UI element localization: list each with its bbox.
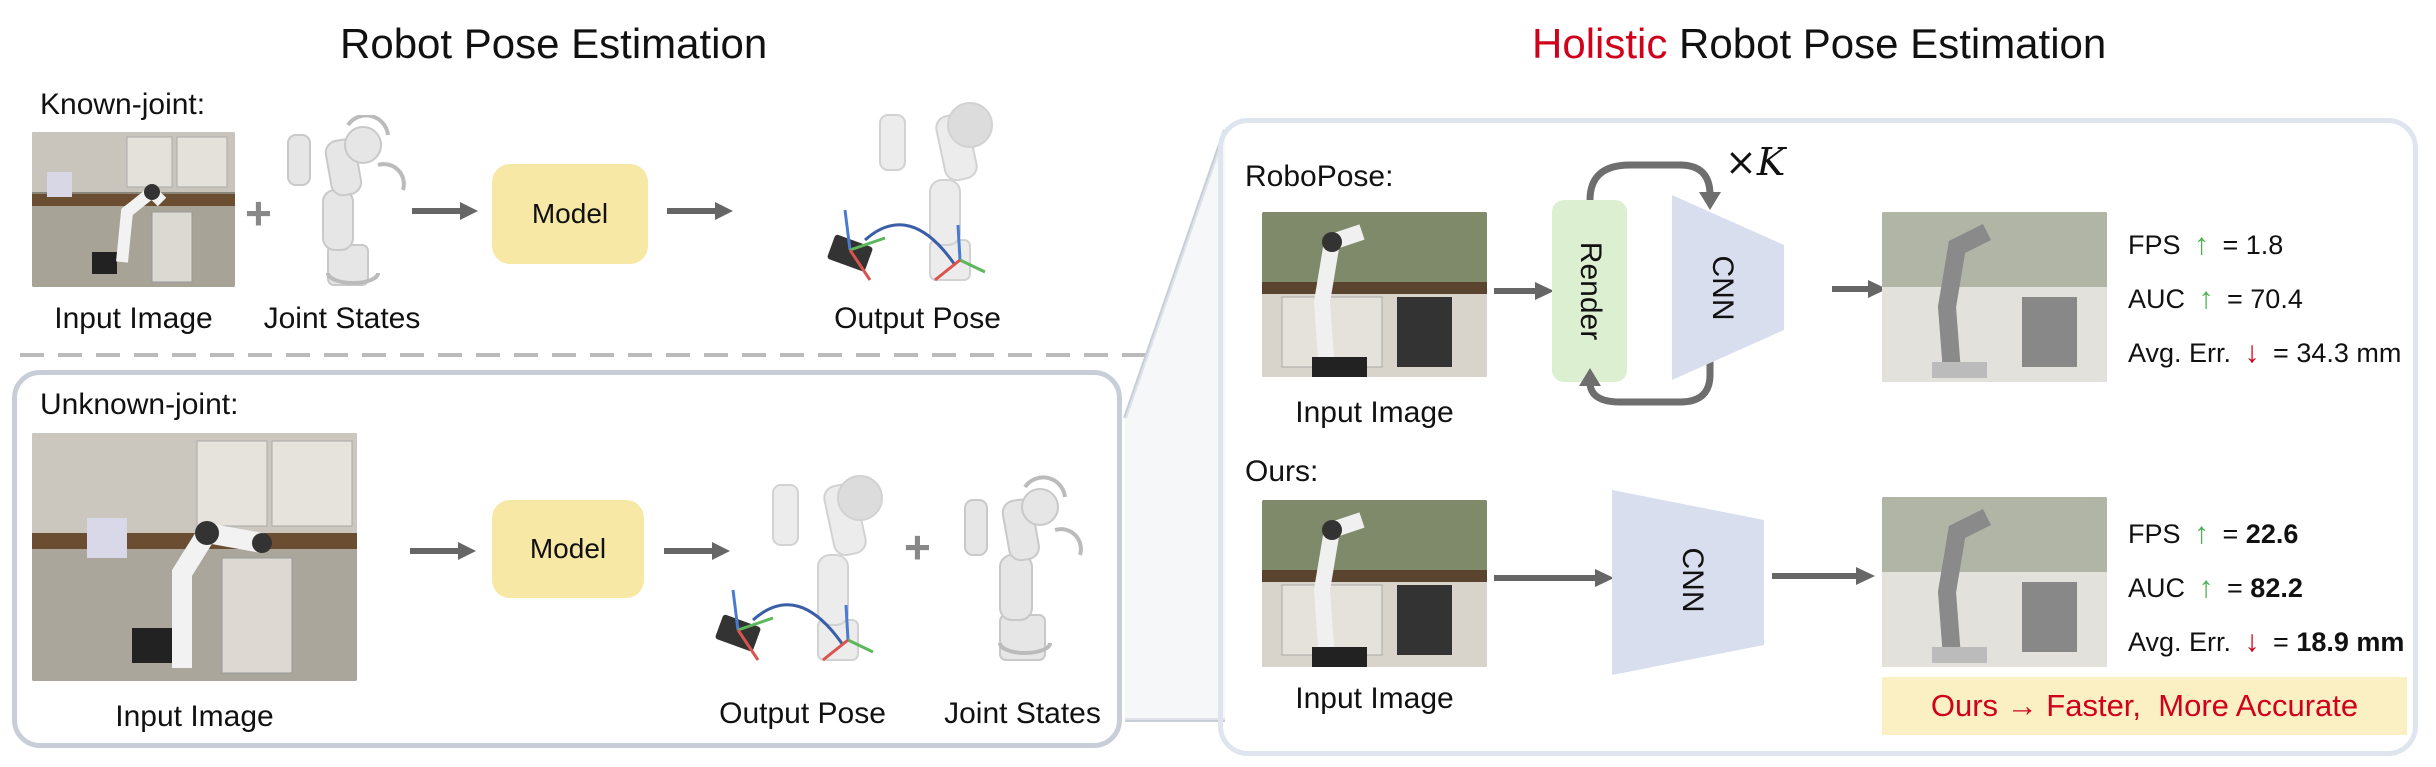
output-pose-caption-unknown: Output Pose: [719, 697, 886, 730]
ours-label: Ours:: [1245, 455, 1319, 488]
arrow-cnn-to-output-ours: [1772, 567, 1875, 585]
conclusion-banner: Ours → Faster, More Accurate: [1882, 677, 2407, 735]
robopose-metric-fps: FPS ↑ = 1.8: [2128, 228, 2401, 262]
up-arrow-icon: ↑: [2198, 282, 2214, 315]
up-arrow-icon: ↑: [2194, 228, 2210, 261]
arrow-to-model-known: [412, 202, 478, 220]
metric-value: 82.2: [2250, 572, 2303, 603]
loop-count-label: ×K: [1725, 140, 1786, 184]
holistic-panel: [1218, 118, 2418, 756]
cnn-label-robopose: CNN: [1706, 255, 1739, 321]
ours-metric-auc: AUC ↑ = 82.2: [2128, 571, 2303, 604]
arrow-from-model-known: [667, 202, 733, 220]
arrow-to-model-unknown: [410, 542, 476, 560]
robopose-metric-auc: AUC ↑ = 70.4: [2128, 282, 2401, 316]
left-title: Robot Pose Estimation: [340, 20, 768, 67]
known-joint-label: Known-joint:: [40, 88, 206, 121]
ours-metrics: FPS ↑ = 22.6 AUC ↑ = 82.2 Avg. Err. ↓ = …: [2128, 517, 2404, 659]
output-pose-robot-icon-unknown: [715, 475, 883, 662]
right-title-highlight: Holistic: [1532, 20, 1668, 67]
metric-name: AUC: [2128, 283, 2186, 314]
arrow-to-cnn-ours: [1494, 569, 1614, 587]
right-title-rest: Robot Pose Estimation: [1679, 20, 2107, 67]
robopose-input-image: [1262, 212, 1487, 377]
ours-metric-fps: FPS ↑ = 22.6: [2128, 517, 2299, 550]
robopose-metrics: FPS ↑ = 1.8 AUC ↑ = 70.4 Avg. Err. ↓ = 3…: [2128, 228, 2401, 370]
joint-states-robot-icon: [287, 115, 406, 286]
metric-name: AUC: [2128, 572, 2186, 603]
refine-loop-arrows: [1579, 161, 1721, 406]
down-arrow-icon: ↓: [2244, 336, 2260, 369]
arrow-to-render: [1494, 282, 1554, 300]
unknown-joint-label: Unknown-joint:: [40, 388, 239, 421]
output-pose-robot-icon: [827, 102, 993, 282]
unknown-input-image: [32, 433, 357, 681]
robopose-label: RoboPose:: [1245, 160, 1394, 193]
dashed-separator: [20, 353, 1160, 357]
up-arrow-icon: ↑: [2194, 517, 2210, 550]
model-box-unknown: Model: [492, 500, 644, 598]
unknown-joint-panel: [12, 370, 1122, 748]
robopose-metric-avg-err: Avg. Err. ↓ = 34.3 mm: [2128, 336, 2401, 370]
cnn-trapezoid-ours: [1612, 490, 1764, 675]
metric-value: = 70.4: [2227, 283, 2303, 314]
ours-input-image: [1262, 500, 1487, 667]
render-box: Render: [1552, 200, 1627, 382]
down-arrow-icon: ↓: [2244, 625, 2260, 658]
robopose-output-image: [1882, 212, 2107, 382]
joint-states-caption-unknown: Joint States: [944, 697, 1101, 730]
cnn-trapezoid-robopose: [1672, 195, 1784, 380]
metric-name: Avg. Err.: [2128, 337, 2232, 368]
output-pose-caption-known: Output Pose: [834, 302, 1001, 335]
robopose-input-caption: Input Image: [1295, 396, 1454, 429]
joint-states-caption: Joint States: [263, 302, 421, 335]
plus-icon: +: [245, 187, 272, 239]
metric-name: FPS: [2128, 229, 2181, 260]
ours-input-caption: Input Image: [1295, 682, 1454, 715]
joint-states-robot-icon-unknown: [964, 475, 1083, 661]
model-box-known: Model: [492, 164, 648, 264]
plus-icon-unknown: +: [904, 521, 931, 573]
arrow-from-model-unknown: [664, 542, 730, 560]
ours-output-image: [1882, 497, 2107, 667]
ours-metric-avg-err: Avg. Err. ↓ = 18.9 mm: [2128, 625, 2405, 658]
metric-name: Avg. Err.: [2128, 626, 2232, 657]
up-arrow-icon: ↑: [2198, 571, 2214, 604]
metric-value: 18.9 mm: [2296, 626, 2405, 657]
arrow-cnn-to-output-robopose: [1832, 280, 1887, 298]
metric-value: = 34.3 mm: [2273, 337, 2402, 368]
right-title: Holistic Robot Pose Estimation: [1532, 20, 2106, 68]
unknown-input-caption: Input Image: [115, 700, 274, 733]
zoom-connector: [1123, 129, 1227, 722]
metric-value: = 1.8: [2222, 229, 2284, 260]
metric-value: 22.6: [2245, 518, 2299, 549]
known-input-image: [32, 132, 235, 287]
known-input-caption: Input Image: [54, 302, 213, 335]
metric-name: FPS: [2128, 518, 2181, 549]
cnn-label-ours: CNN: [1676, 547, 1709, 613]
